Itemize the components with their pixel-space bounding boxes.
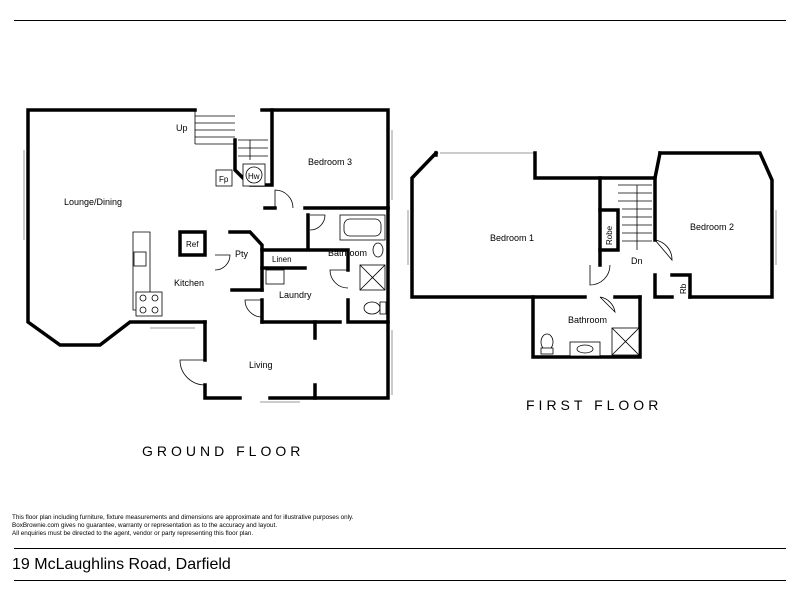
- disclaimer: This floor plan including furniture, fix…: [12, 514, 354, 539]
- door-laundry: [244, 299, 263, 318]
- ground-floor-plan: Lounge/Dining Up Fp Hw Bedroom 3 Ref Pty…: [23, 108, 393, 403]
- door-bedroom1: [589, 264, 611, 286]
- sink-icon: [133, 251, 147, 267]
- door-bedroom2: [654, 239, 673, 262]
- room-label-pty: Pty: [235, 249, 249, 259]
- disclaimer-line: All enquiries must be directed to the ag…: [12, 530, 254, 538]
- door-bathroom-first: [599, 296, 616, 314]
- door-hall: [309, 214, 326, 231]
- room-label-bathroom-ground: Bathroom: [328, 248, 367, 258]
- room-label-hw: Hw: [248, 172, 260, 181]
- stairs-down: [618, 184, 652, 250]
- laundry-tub-icon: [265, 269, 285, 285]
- toilet-icon: [363, 301, 381, 315]
- room-label-ref: Ref: [186, 240, 199, 249]
- cooktop-icon: [135, 291, 163, 317]
- disclaimer-line: BoxBrownie.com gives no guarantee, warra…: [12, 522, 277, 530]
- room-label-fp: Fp: [219, 175, 229, 184]
- address-top-rule: [14, 548, 786, 549]
- door-pantry: [214, 254, 231, 271]
- door-bedroom3: [274, 189, 294, 209]
- door-living: [179, 359, 206, 386]
- room-label-robe: Robe: [605, 225, 614, 245]
- room-label-living: Living: [249, 360, 273, 370]
- address-bottom-rule: [14, 580, 786, 581]
- basin-icon: [372, 242, 384, 258]
- room-label-bedroom2: Bedroom 2: [690, 222, 734, 232]
- room-label-dn: Dn: [631, 256, 643, 266]
- first-floor-title: FIRST FLOOR: [526, 397, 662, 413]
- room-label-linen: Linen: [272, 255, 292, 264]
- property-address: 19 McLaughlins Road, Darfield: [12, 556, 231, 573]
- room-label-bathroom-first: Bathroom: [568, 315, 607, 325]
- room-label-lounge-dining: Lounge/Dining: [64, 197, 122, 207]
- room-label-bedroom1: Bedroom 1: [490, 233, 534, 243]
- top-rule: [14, 20, 786, 21]
- basin-first-icon: [569, 341, 601, 357]
- room-label-rb: Rb: [679, 283, 688, 294]
- room-label-laundry: Laundry: [279, 290, 312, 300]
- ground-floor-title: GROUND FLOOR: [142, 443, 304, 459]
- stairs-up: [194, 110, 268, 160]
- room-label-up: Up: [176, 123, 188, 133]
- room-label-kitchen: Kitchen: [174, 278, 204, 288]
- first-floor-plan: Bedroom 1 Robe Dn Bedroom 2 Rb Bathroom: [407, 150, 777, 359]
- fireplace-icon: [215, 169, 233, 187]
- room-label-bedroom3: Bedroom 3: [308, 157, 352, 167]
- disclaimer-line: This floor plan including furniture, fix…: [12, 514, 354, 521]
- door-bathroom: [329, 269, 349, 289]
